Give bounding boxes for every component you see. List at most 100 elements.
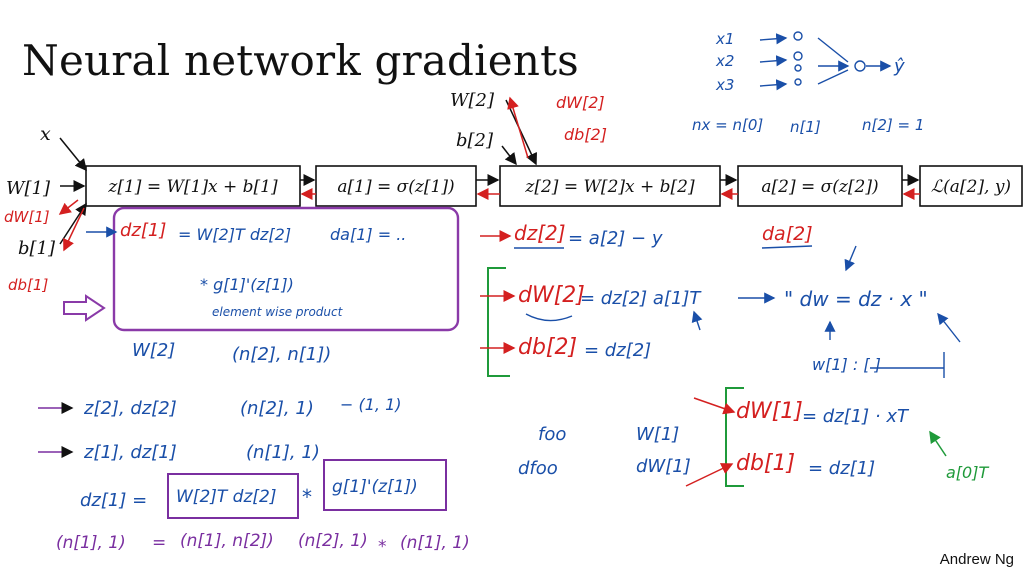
- author-credit: Andrew Ng: [939, 551, 1014, 568]
- red-annotations: dW[1] db[1] dW[2] db[2] da[2]: [4, 93, 813, 294]
- hw-dims-eq: =: [152, 533, 166, 553]
- hw-x1: x1: [715, 30, 734, 48]
- shape-derivations: W[2] (n[2], n[1]) z[2], dz[2] (n[2], 1) …: [38, 340, 470, 557]
- hw-z1-dims: (n[1], 1): [246, 442, 320, 463]
- input-W1: W[1]: [6, 178, 51, 199]
- box-loss-text: ℒ(a[2], y): [931, 177, 1011, 197]
- box-a1: [315, 165, 477, 207]
- hw-dims-row1: (n[1], 1): [56, 533, 126, 553]
- net-node-3: [794, 64, 802, 72]
- slide-title: Neural network gradients: [22, 36, 579, 85]
- hw-z2-dims: (n[2], 1): [240, 398, 314, 419]
- input-b1: b[1]: [18, 238, 56, 259]
- red-arrow-db1-lower: [685, 463, 734, 487]
- hw-db1-lhs: db[1]: [736, 451, 795, 476]
- blue-arrow-x: [937, 312, 961, 343]
- hw-db2-lhs: db[2]: [518, 335, 577, 360]
- box-z1: [85, 165, 301, 207]
- red-arrow-W2: [507, 96, 529, 159]
- hw-box-line2: * g[1]'(z[1]): [200, 275, 294, 294]
- net-edge-1: [817, 37, 849, 63]
- hw-dW2-rhs: = dz[2] a[1]T: [580, 288, 702, 309]
- hw-yhat: ŷ: [893, 56, 905, 77]
- hw-box-note: element wise product: [212, 305, 344, 319]
- hw-w2-shape: W[2]: [132, 340, 175, 361]
- red-arrow-db1: [63, 207, 85, 252]
- hw-z2-dims-extra: − (1, 1): [340, 395, 402, 414]
- arrow-W2: [505, 99, 537, 166]
- arrow-x: [59, 137, 87, 172]
- hw-dW2-lhs: dW[2]: [518, 283, 585, 308]
- input-W2: W[2]: [450, 90, 495, 111]
- box-a2-text: a[2] = σ(z[2]): [761, 177, 878, 197]
- hw-nx: nx = n[0]: [692, 116, 763, 134]
- purple-box: [112, 206, 460, 332]
- box-z1-text: z[1] = W[1]x + b[1]: [107, 177, 278, 197]
- hw-dz1-box: dz[1]: [120, 220, 166, 241]
- box-a2: [737, 165, 903, 207]
- hw-W1-lbl: W[1]: [636, 424, 679, 445]
- hw-dz1-eq: dz[1] =: [80, 490, 147, 511]
- net-arrow-2: [759, 55, 788, 67]
- arrow-b1: [59, 202, 87, 245]
- hw-dW2: dW[2]: [556, 93, 605, 112]
- hw-db2-rhs: = dz[2]: [584, 340, 651, 361]
- hw-foo: foo: [538, 424, 566, 445]
- hw-x2: x2: [715, 52, 734, 70]
- net-node-2: [793, 51, 803, 61]
- hw-dW1-lbl: dW[1]: [636, 456, 691, 477]
- input-x: x: [40, 123, 51, 145]
- hw-n2: n[2] = 1: [862, 116, 924, 134]
- hw-dims-row4: (n[1], 1): [400, 533, 470, 553]
- computation-graph: z[1] = W[1]x + b[1] a[1] = σ(z[1]) z[2] …: [6, 90, 1023, 259]
- underline-dW2: [525, 313, 573, 322]
- input-b2: b[2]: [456, 130, 494, 151]
- hw-dW1-lhs: dW[1]: [736, 399, 803, 424]
- net-arrow-3: [759, 79, 788, 91]
- hw-dW1: dW[1]: [4, 208, 50, 226]
- hw-box-line1: = W[2]T dz[2]: [178, 225, 291, 244]
- hw-dims-star: *: [378, 537, 387, 557]
- arrow-b2: [501, 145, 517, 166]
- purple-derivation-box: dz[1] = W[2]T dz[2] da[1] = .. * g[1]'(z…: [63, 206, 460, 332]
- hw-db2: db[2]: [564, 125, 607, 144]
- hw-dfoo: dfoo: [518, 458, 558, 479]
- net-arrow-1: [759, 33, 788, 45]
- layer1-gradients: foo dfoo W[1] dW[1] dW[1] = dz[1] · xT d…: [518, 387, 989, 487]
- hw-a0T: a[0]T: [946, 463, 989, 482]
- box-a1-text: a[1] = σ(z[1]): [337, 177, 454, 197]
- green-bracket-2: [487, 267, 510, 377]
- green-bracket-1: [725, 387, 744, 487]
- hw-dz2: dz[2]: [514, 221, 566, 245]
- net-node-1: [793, 31, 803, 41]
- purple-box-term2: [323, 459, 447, 511]
- box-z2: [499, 165, 721, 207]
- hw-dims-row2: (n[1], n[2]): [180, 531, 274, 551]
- hw-x3: x3: [715, 76, 734, 94]
- purple-box-term1: [167, 473, 299, 519]
- green-arrow-a0T: [929, 430, 947, 457]
- box-loss: [919, 165, 1023, 207]
- hw-dW1-rhs: = dz[1] · xT: [802, 406, 910, 427]
- hw-n1: n[1]: [790, 118, 821, 136]
- hw-w1-bracket: w[1] : [ ]: [812, 355, 881, 374]
- hw-z1dz1: z[1], dz[1]: [83, 442, 177, 463]
- blue-arrow-dw-top: [844, 245, 857, 272]
- hw-z2dz2: z[2], dz[2]: [83, 398, 177, 419]
- purple-hollow-arrow-icon: [63, 294, 106, 322]
- net-node-4: [794, 78, 802, 86]
- layer2-gradients: dz[2] = a[2] − y dW[2] = dz[2] a[1]T db[…: [480, 221, 961, 378]
- hw-dz1-term2: g[1]'(z[1]): [332, 477, 418, 497]
- hw-w2-dims: (n[2], n[1]): [232, 344, 331, 365]
- hw-db1: db[1]: [8, 276, 48, 294]
- hw-dz1-term1: W[2]T dz[2]: [176, 487, 276, 507]
- hw-da2: da[2]: [762, 223, 813, 245]
- hw-dims-row3: (n[2], 1): [298, 531, 368, 551]
- net-output-node: [854, 60, 866, 72]
- hw-box-da1: da[1] = ..: [330, 225, 406, 244]
- red-arrow-dW1: [58, 199, 79, 215]
- box-z2-text: z[2] = W[2]x + b[2]: [524, 177, 695, 197]
- hw-dw-quote: " dw = dz · x ": [784, 287, 928, 311]
- red-arrow-dW1-lower: [693, 397, 736, 415]
